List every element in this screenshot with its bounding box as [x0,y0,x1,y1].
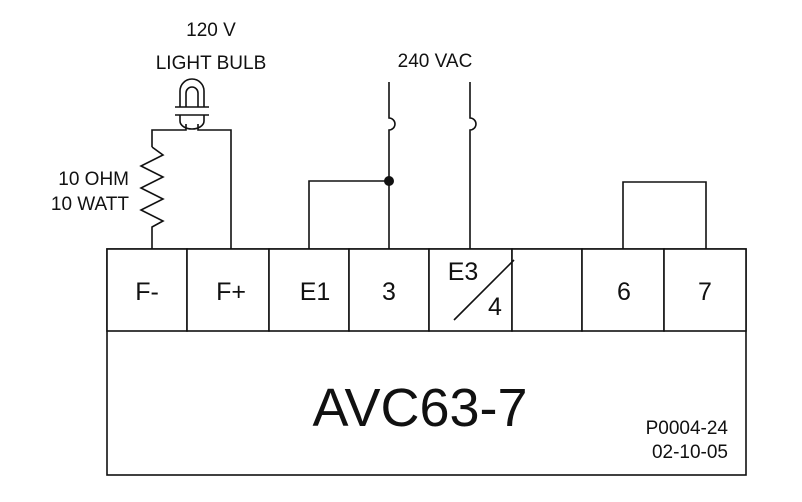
terminal-e3-4-box [428,248,513,332]
resistor-ohm-label: 10 OHM [58,169,129,190]
terminal-f-minus-box [106,248,188,332]
terminal-f-plus-label: F+ [216,278,246,306]
terminal-3-label: 3 [382,278,396,306]
terminal-7-label: 7 [698,278,712,306]
supply-line-right [469,82,477,249]
e3-4-divider [453,259,515,321]
bulb-name-label: LIGHT BULB [156,53,267,74]
bulb-right-wire [197,124,232,249]
module-part-number: P0004-24 [646,418,729,439]
terminal-7-box [663,248,747,332]
module-date: 02-10-05 [652,442,728,463]
terminal-strip [106,248,747,332]
supply-label: 240 VAC [398,51,473,72]
e1-jumper-wire [308,180,389,249]
terminal-3-box [348,248,430,332]
bulb-voltage-label: 120 V [186,20,236,41]
junction-dot [384,176,394,186]
light-bulb-symbol [175,78,209,130]
terminal-e3-label: E3 [448,258,479,286]
resistor-watt-label: 10 WATT [51,194,130,215]
terminal-6-box [581,248,665,332]
jumper-6-7 [622,181,707,249]
resistor-symbol [139,146,165,249]
terminal-f-plus-box [186,248,270,332]
terminal-6-label: 6 [617,278,631,306]
terminal-e1-label: E1 [300,278,331,306]
module-model-label: AVC63-7 [312,378,527,438]
terminal-blank-box [511,248,583,332]
terminal-4-label: 4 [488,293,502,321]
supply-line-left [388,82,396,249]
terminal-f-minus-label: F- [135,278,159,306]
bulb-left-wire [151,124,187,147]
